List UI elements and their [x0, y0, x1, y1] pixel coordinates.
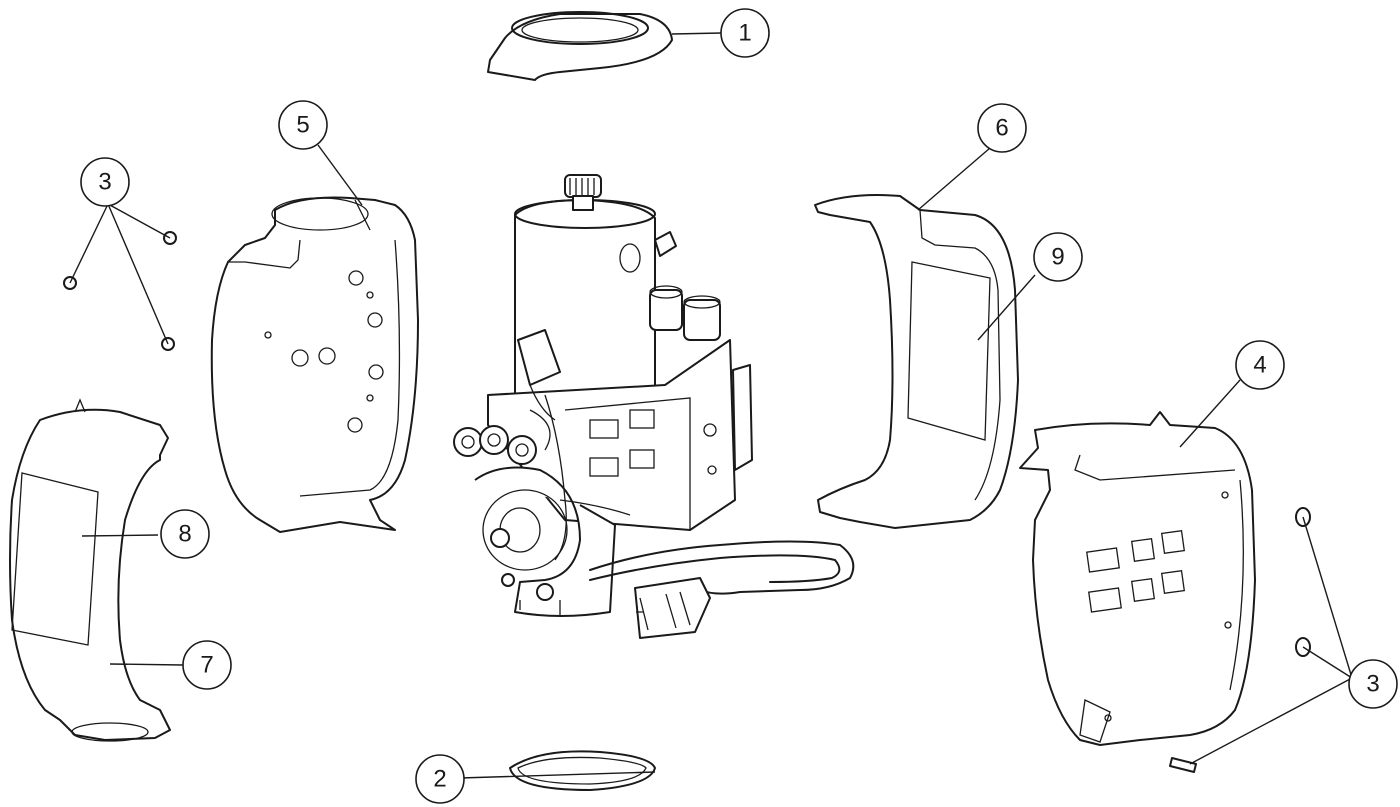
callout-9: 9 — [1033, 232, 1083, 282]
callout-8: 8 — [160, 509, 210, 559]
part-screws-left — [63, 231, 177, 351]
callout-3-left-label: 3 — [98, 169, 111, 196]
callout-6-label: 6 — [995, 115, 1008, 142]
part-screws-right — [1169, 507, 1311, 773]
callout-1: 1 — [720, 8, 770, 58]
callout-8-label: 8 — [178, 521, 191, 548]
callout-7-label: 7 — [200, 652, 213, 679]
callout-3-left: 3 — [80, 157, 130, 207]
callout-3-right-label: 3 — [1366, 671, 1379, 698]
leader-lines — [69, 32, 1353, 779]
callout-2-label: 2 — [433, 766, 446, 793]
part-right-front-shroud — [1019, 411, 1256, 746]
callout-2: 2 — [415, 754, 465, 804]
callout-7: 7 — [182, 640, 232, 690]
callout-5: 5 — [278, 100, 328, 150]
part-left-front-cover — [9, 398, 171, 742]
part-right-rear-shroud — [814, 194, 1019, 529]
part-gasket-ring — [509, 750, 656, 791]
callout-5-label: 5 — [296, 112, 309, 139]
part-hydraulic-pump-unit — [453, 174, 855, 639]
callout-4-label: 4 — [1253, 352, 1266, 379]
callout-9-label: 9 — [1051, 244, 1064, 271]
callout-6: 6 — [977, 103, 1027, 153]
callout-1-label: 1 — [738, 20, 751, 47]
callout-3-right: 3 — [1348, 659, 1398, 709]
callout-4: 4 — [1235, 340, 1285, 390]
part-left-rear-shroud — [210, 196, 419, 533]
part-top-collar — [487, 11, 673, 81]
